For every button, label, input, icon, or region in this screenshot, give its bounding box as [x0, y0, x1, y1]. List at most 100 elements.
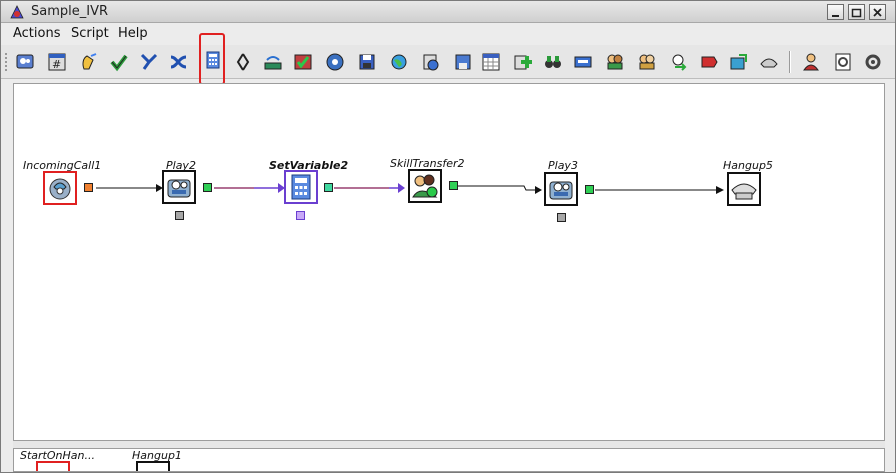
agents-icon [607, 54, 623, 70]
checklist-button[interactable] [291, 49, 315, 75]
branch-button[interactable] [137, 49, 161, 75]
node-label-hangup1: Hangup1 [132, 449, 182, 462]
minimize-icon [832, 15, 839, 17]
incoming-call-icon [49, 178, 71, 200]
save-icon [359, 54, 375, 70]
agents-button[interactable] [603, 49, 627, 75]
port-out-setvariable[interactable] [324, 183, 333, 192]
card-button[interactable] [571, 49, 595, 75]
toolbar: # [1, 33, 895, 85]
port-out-play3[interactable] [585, 185, 594, 194]
connector-lines [96, 183, 724, 194]
node-label-play2: Play2 [166, 159, 196, 172]
menu-actions[interactable]: Actions [13, 26, 61, 41]
node-setvariable[interactable] [284, 170, 318, 204]
menu-help[interactable]: Help [118, 26, 148, 41]
save-button[interactable] [355, 49, 379, 75]
toolbar-grip[interactable] [5, 53, 9, 71]
node-skilltransfer[interactable] [408, 169, 442, 203]
title-bar: Sample_IVR [1, 1, 895, 23]
node-incoming-call[interactable] [43, 171, 77, 205]
port-out-skilltransfer[interactable] [449, 181, 458, 190]
phone-button[interactable] [757, 49, 781, 75]
check-button[interactable] [107, 49, 131, 75]
stack-button[interactable] [261, 49, 285, 75]
close-icon [873, 8, 882, 17]
hash-icon: # [48, 53, 66, 71]
users-button[interactable] [635, 49, 659, 75]
more-settings-button[interactable] [861, 49, 885, 75]
calculator-node-icon [291, 174, 311, 200]
agent-arrow-button[interactable] [667, 49, 691, 75]
transfer-button[interactable] [727, 49, 751, 75]
maximize-icon [851, 8, 862, 18]
node-play2[interactable] [162, 170, 196, 204]
shuffle-button[interactable] [167, 49, 191, 75]
hash-button[interactable]: # [45, 49, 69, 75]
globe-button[interactable] [387, 49, 411, 75]
phone-icon [760, 58, 778, 68]
close-button[interactable] [869, 4, 886, 20]
gear-disc-button[interactable] [323, 49, 347, 75]
globe-icon [391, 54, 407, 70]
toolbar-separator [789, 51, 791, 73]
check-icon [110, 54, 128, 72]
gear-disc-icon [326, 53, 344, 71]
port-out-incoming[interactable] [84, 183, 93, 192]
connector-button[interactable] [231, 49, 255, 75]
branch-icon [140, 53, 158, 70]
plus-button[interactable] [511, 49, 535, 75]
ivr-button[interactable] [13, 49, 37, 75]
red-arrow-button[interactable] [697, 49, 721, 75]
agent-arrow-icon [672, 54, 687, 71]
card-icon [574, 56, 592, 68]
hand-button[interactable] [77, 49, 101, 75]
query-icon [423, 54, 439, 71]
settings-button[interactable] [831, 49, 855, 75]
node-hangup1[interactable] [136, 461, 170, 471]
stack-icon [264, 56, 282, 70]
port-err-play3[interactable] [557, 213, 566, 222]
calculator-button[interactable] [199, 33, 225, 85]
svg-text:#: # [52, 58, 61, 71]
query-button[interactable] [419, 49, 443, 75]
node-label-startonhangup: StartOnHan... [20, 449, 95, 462]
ivr-icon [16, 54, 34, 69]
person-icon [803, 53, 819, 71]
plus-icon [514, 55, 532, 70]
node-label-hangup5: Hangup5 [723, 159, 773, 172]
play-icon [167, 179, 191, 198]
play-icon [549, 181, 573, 200]
node-startonhangup[interactable] [36, 461, 70, 471]
calculator-icon [206, 51, 220, 69]
bottom-pane[interactable]: StartOnHan... Hangup1 [13, 448, 885, 472]
red-arrow-icon [701, 56, 718, 68]
disk-button[interactable] [451, 49, 475, 75]
app-icon [10, 5, 24, 19]
grid-icon [482, 53, 500, 71]
node-hangup5[interactable] [727, 172, 761, 206]
node-label-incoming-call: IncomingCall1 [23, 159, 102, 172]
node-label-play3: Play3 [548, 159, 578, 172]
script-canvas[interactable]: IncomingCall1 Play2 SetVariable2 SkillTr… [13, 83, 885, 441]
minimize-button[interactable] [827, 4, 844, 20]
port-err-setvariable[interactable] [296, 211, 305, 220]
person-button[interactable] [799, 49, 823, 75]
maximize-button[interactable] [848, 4, 865, 20]
port-err-play2[interactable] [175, 211, 184, 220]
node-label-skilltransfer: SkillTransfer2 [390, 157, 465, 170]
shuffle-icon [170, 55, 187, 69]
users-icon [639, 54, 655, 70]
disk-icon [455, 54, 471, 70]
skill-transfer-icon [412, 174, 438, 198]
phone-node-icon [731, 183, 757, 200]
binoculars-icon [545, 56, 561, 68]
port-out-play2[interactable] [203, 183, 212, 192]
checklist-icon [294, 54, 312, 70]
hand-icon [82, 53, 97, 70]
grid-button[interactable] [479, 49, 503, 75]
node-play3[interactable] [544, 172, 578, 206]
menu-script[interactable]: Script [71, 26, 109, 41]
binoculars-button[interactable] [541, 49, 565, 75]
